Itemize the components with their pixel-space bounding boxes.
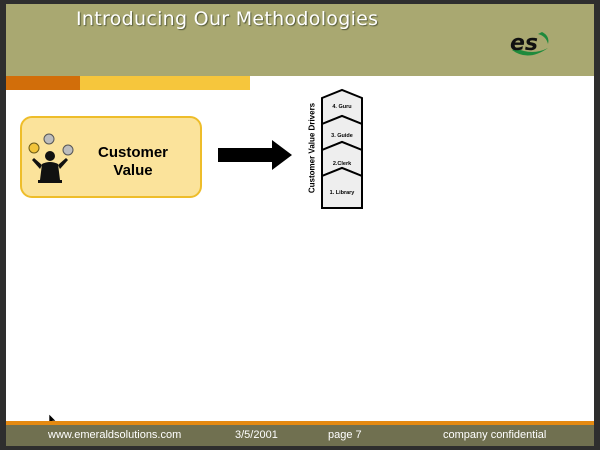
driver-step-label: 1. Library bbox=[330, 190, 356, 196]
footer-website: www.emeraldsolutions.com bbox=[48, 429, 182, 441]
driver-step-1: 1. Library bbox=[321, 166, 363, 209]
juggler-icon bbox=[28, 133, 74, 183]
accent-bar-yellow bbox=[80, 76, 250, 90]
footer-page-number: page 7 bbox=[328, 429, 362, 441]
slide-title: Introducing Our Methodologies bbox=[76, 8, 379, 30]
driver-step-label: 2.Clerk bbox=[333, 161, 352, 167]
customer-value-line2: Value bbox=[113, 162, 153, 179]
slide-header: Introducing Our Methodologies es bbox=[6, 4, 594, 76]
driver-step-label: 4. Guru bbox=[332, 104, 351, 110]
driver-step-label: 3. Guide bbox=[331, 133, 353, 139]
accent-bar-orange bbox=[6, 76, 80, 90]
footer-confidentiality: company confidential bbox=[443, 429, 547, 441]
customer-value-drivers-stack: 4. Guru 3. Guide 2.Clerk 1. Library bbox=[321, 88, 363, 209]
logo-icon: es bbox=[510, 31, 549, 56]
customer-value-label: Customer Value bbox=[80, 144, 186, 180]
slide-footer: www.emeraldsolutions.com 3/5/2001 page 7… bbox=[6, 425, 594, 446]
frame-border-bottom bbox=[0, 446, 600, 450]
footer-accent-line bbox=[6, 421, 594, 425]
frame-border-top bbox=[0, 0, 600, 4]
footer-date: 3/5/2001 bbox=[235, 429, 278, 441]
customer-value-box: Customer Value bbox=[20, 116, 202, 198]
frame-border-right bbox=[594, 0, 600, 450]
logo-text: es bbox=[510, 31, 538, 56]
customer-value-line1: Customer bbox=[97, 144, 168, 161]
right-arrow-icon bbox=[218, 140, 292, 170]
frame-border-left bbox=[0, 0, 6, 450]
